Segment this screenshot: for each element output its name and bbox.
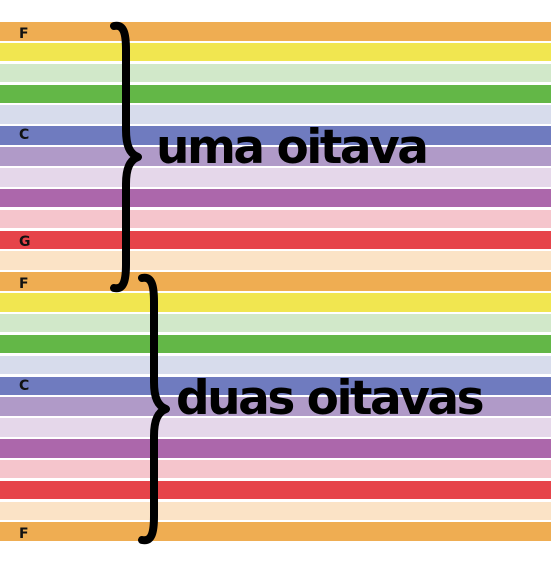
color-stripe [0,63,551,83]
label-one-octave: uma oitava [156,120,429,175]
color-stripe [0,251,551,270]
color-stripe [0,418,551,437]
note-label-c-first: C [19,127,30,143]
color-stripe [0,188,551,208]
note-label-f-bottom: F [19,526,29,542]
color-stripe [0,42,551,62]
color-stripe [0,355,551,375]
brace-one-octave [110,21,142,293]
color-stripe [0,168,551,187]
color-stripe [0,84,551,104]
color-stripe [0,439,551,458]
note-label-f-top: F [19,26,29,42]
color-stripe [0,22,551,41]
label-two-octaves: duas oitavas [176,371,485,426]
color-stripe [0,459,551,479]
color-stripe [0,293,551,312]
color-stripe [0,105,551,124]
color-stripe [0,126,551,145]
color-stripe [0,501,551,521]
color-stripe [0,230,551,249]
color-stripe [0,209,551,229]
color-stripe [0,376,551,395]
color-stripe [0,522,551,541]
note-label-c-second: C [19,378,30,394]
color-stripe [0,334,551,354]
note-label-g: G [19,234,31,250]
brace-two-octaves [138,273,170,545]
color-stripe [0,480,551,500]
color-stripe [0,272,551,291]
color-stripe [0,313,551,333]
note-label-f-middle: F [19,276,29,292]
color-stripe [0,397,551,416]
